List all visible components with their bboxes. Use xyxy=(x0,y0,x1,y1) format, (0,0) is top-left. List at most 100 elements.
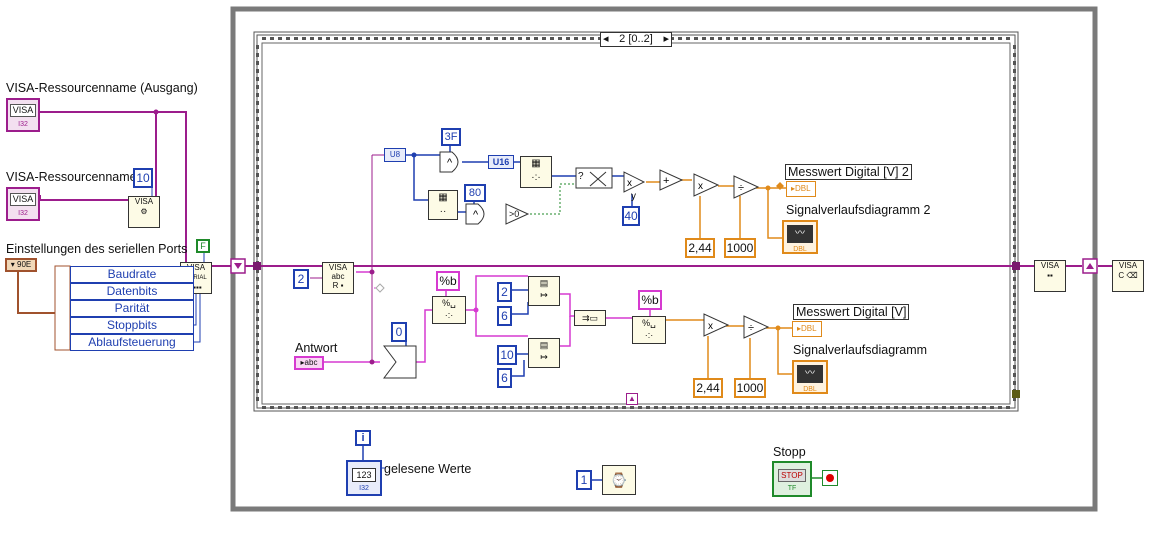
visa-tag: VISA xyxy=(328,263,348,272)
measure-digital-indicator[interactable]: ▸DBL xyxy=(792,321,822,337)
divide-bottom[interactable]: ÷ xyxy=(743,315,770,339)
visa-tag: VISA xyxy=(10,193,36,206)
serial-settings-terminal[interactable]: ▾ 90E xyxy=(5,258,37,272)
read-values-indicator[interactable]: 123 I32 xyxy=(346,460,382,496)
and-function-mid[interactable]: ^ xyxy=(465,203,485,225)
svg-text:x: x xyxy=(627,178,632,189)
waveform-chart-icon: 〰 xyxy=(797,365,823,383)
greater-than-zero[interactable] xyxy=(505,203,530,225)
format-string-top-constant[interactable]: %b xyxy=(436,271,460,291)
ref-voltage-top-constant[interactable]: 2,44 xyxy=(685,238,715,258)
abc-tag: abc xyxy=(304,358,318,367)
and-function-top[interactable]: ^ xyxy=(439,151,459,173)
label-measure-digital-2: Messwert Digital [V] 2 xyxy=(785,164,912,180)
wait-timer-node[interactable]: ⌚ xyxy=(602,465,636,495)
mask-80-constant[interactable]: 80 xyxy=(464,184,486,202)
selector-value: 2 [0..2] xyxy=(619,33,653,45)
waveform-chart-2-terminal[interactable]: 〰 DBL xyxy=(782,220,818,254)
visa-resource-in-terminal[interactable]: VISA I32 xyxy=(6,187,40,221)
join-numbers-node[interactable]: ▦·:· xyxy=(520,156,552,188)
select-function[interactable] xyxy=(575,167,613,189)
stop-tag: STOP xyxy=(778,469,806,482)
num-tag: 123 xyxy=(352,468,376,482)
divisor-top-constant[interactable]: 1000 xyxy=(724,238,756,258)
scan-from-string-node[interactable]: %␣·:· xyxy=(432,296,466,324)
increment-node[interactable] xyxy=(383,345,417,379)
visa-tag: VISA xyxy=(134,197,154,206)
visa-open-node[interactable]: VISA⚙ xyxy=(128,196,160,228)
loop-condition-terminal[interactable] xyxy=(822,470,838,486)
i32-tag: I32 xyxy=(359,485,369,492)
dbl-tag: DBL xyxy=(795,184,811,193)
wait-ms-constant[interactable]: 1 xyxy=(576,470,592,490)
svg-text:÷: ÷ xyxy=(748,322,754,334)
cluster-item-parity[interactable]: Parität xyxy=(70,300,194,317)
string-subset-a-node[interactable]: ▤↦ xyxy=(528,276,560,306)
label-waveform: Signalverlaufsdiagramm xyxy=(793,343,928,357)
build-array-node[interactable]: ▦·· xyxy=(428,190,458,220)
visa-tag: VISA xyxy=(1118,261,1138,270)
label-waveform-2: Signalverlaufsdiagramm 2 xyxy=(786,203,931,217)
ref-voltage-bottom-constant[interactable]: 2,44 xyxy=(693,378,723,398)
length-b-constant[interactable]: 6 xyxy=(497,368,512,388)
visa-tag: VISA xyxy=(186,263,206,272)
dbl-tag: DBL xyxy=(793,246,807,253)
dbl-tag: DBL xyxy=(801,324,817,333)
select-question-label: ? xyxy=(578,171,584,182)
zero-constant[interactable]: 0 xyxy=(391,322,407,342)
timeout-constant[interactable]: 10 xyxy=(133,168,153,188)
multiply-y[interactable]: x xyxy=(623,171,646,193)
abc-tag: abc xyxy=(331,272,345,281)
svg-text:+: + xyxy=(663,175,669,187)
i32-tag: I32 xyxy=(18,121,28,128)
label-serial-settings: Einstellungen des seriellen Ports xyxy=(6,242,188,256)
u16-conversion-node[interactable]: U16 xyxy=(488,155,514,169)
format-string-bottom-constant[interactable]: %b xyxy=(638,290,662,310)
stop-button-terminal[interactable]: STOP TF xyxy=(772,461,812,497)
divide-top[interactable]: ÷ xyxy=(733,175,760,199)
multiplier-40-constant[interactable]: 40 xyxy=(622,206,640,226)
waveform-chart-terminal[interactable]: 〰 DBL xyxy=(792,360,828,394)
visa-flush-node[interactable]: VISA▪▪ xyxy=(1034,260,1066,292)
multiply-top[interactable]: x xyxy=(693,173,720,197)
bool-false-constant[interactable]: F xyxy=(196,239,210,253)
visa-resource-out-terminal[interactable]: VISA I32 xyxy=(6,98,40,132)
cluster-item-databits[interactable]: Datenbits xyxy=(70,283,194,300)
visa-tag: VISA xyxy=(1040,261,1060,270)
tf-tag: TF xyxy=(787,485,797,492)
length-a-constant[interactable]: 6 xyxy=(497,306,512,326)
dbl-tag: DBL xyxy=(803,386,817,393)
sequence-frame-selector[interactable]: ◂ 2 [0..2] ▸ xyxy=(600,32,672,47)
u8-conversion-node[interactable]: U8 xyxy=(384,148,406,162)
visa-tag: VISA xyxy=(10,104,36,117)
serial-tag: SERIAL xyxy=(185,275,207,281)
label-answer: Antwort xyxy=(295,341,338,355)
divisor-bottom-constant[interactable]: 1000 xyxy=(734,378,766,398)
offset-b-constant[interactable]: 10 xyxy=(497,345,517,365)
selector-decrement-icon[interactable]: ◂ xyxy=(603,33,609,45)
loop-iteration-terminal[interactable]: i xyxy=(355,430,371,446)
measure-digital-2-indicator[interactable]: ▸DBL xyxy=(786,181,816,197)
sequence-local-tunnel[interactable]: ▲ xyxy=(626,393,638,405)
svg-text:x: x xyxy=(708,321,713,332)
string-subset-b-node[interactable]: ▤↦ xyxy=(528,338,560,368)
svg-text:^: ^ xyxy=(447,157,453,169)
selector-increment-icon[interactable]: ▸ xyxy=(663,33,669,45)
answer-string-terminal[interactable]: ▸abc xyxy=(294,356,324,370)
i32-tag: I32 xyxy=(18,210,28,217)
stop-condition-icon xyxy=(826,474,834,482)
cluster-item-flow-control[interactable]: Ablaufsteuerung xyxy=(70,334,194,351)
multiply-bottom[interactable]: x xyxy=(703,313,730,337)
multiply-y-label: y xyxy=(631,191,636,202)
cluster-item-stopbits[interactable]: Stoppbits xyxy=(70,317,194,334)
read-count-constant[interactable]: 2 xyxy=(293,269,309,289)
offset-a-constant[interactable]: 2 xyxy=(497,282,512,302)
mask-3f-constant[interactable]: 3F xyxy=(441,128,461,146)
concatenate-strings-node[interactable]: ⇉▭ xyxy=(574,310,606,326)
add-function[interactable]: + xyxy=(659,169,684,191)
scan-from-string-bottom-node[interactable]: %␣·:· xyxy=(632,316,666,344)
cluster-item-baudrate[interactable]: Baudrate xyxy=(70,266,194,283)
svg-text:÷: ÷ xyxy=(738,182,744,194)
